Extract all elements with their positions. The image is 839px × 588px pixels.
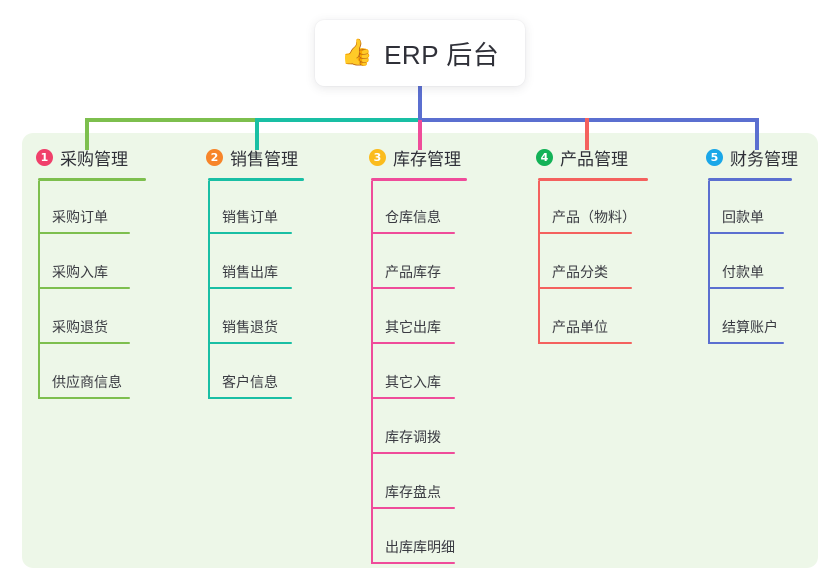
branch-spine [538, 181, 540, 344]
branch-item-label: 采购订单 [52, 209, 108, 225]
branch-header-5[interactable]: 5 财务管理 [706, 145, 798, 170]
branch-underline [538, 178, 648, 181]
branch-number-badge: 3 [369, 149, 386, 166]
branch-title: 库存管理 [393, 150, 461, 169]
branch-item-label: 销售订单 [222, 209, 278, 225]
branch-item-label: 销售退货 [222, 319, 278, 335]
branch-item-label: 回款单 [722, 209, 764, 225]
root-title: ERP 后台 [384, 39, 500, 70]
branch-item[interactable]: 采购订单 [38, 196, 130, 234]
branch-item[interactable]: 出库库明细 [371, 526, 455, 564]
branch-item-underline [208, 232, 292, 234]
branch-item-underline [371, 452, 455, 454]
branch-item-label: 采购退货 [52, 319, 108, 335]
branch-item-label: 产品（物料） [552, 209, 636, 225]
branch-item-label: 其它出库 [385, 319, 441, 335]
branch-header-3[interactable]: 3 库存管理 [369, 145, 461, 170]
branch-item[interactable]: 产品库存 [371, 251, 455, 289]
branch-item-label: 客户信息 [222, 374, 278, 390]
branch-spine [38, 181, 40, 399]
branch-item[interactable]: 采购入库 [38, 251, 130, 289]
branch-item-underline [38, 287, 130, 289]
branch-item-underline [538, 232, 632, 234]
branch-item[interactable]: 销售出库 [208, 251, 292, 289]
branch-item-underline [208, 342, 292, 344]
branch-item-label: 库存调拨 [385, 429, 441, 445]
branch-item-underline [208, 287, 292, 289]
branch-item[interactable]: 库存调拨 [371, 416, 455, 454]
branch-underline [371, 178, 467, 181]
branch-item[interactable]: 采购退货 [38, 306, 130, 344]
branch-item[interactable]: 产品（物料） [538, 196, 636, 234]
branch-item-label: 仓库信息 [385, 209, 441, 225]
branch-item-underline [371, 507, 455, 509]
branch-number-badge: 5 [706, 149, 723, 166]
branch-item-label: 采购入库 [52, 264, 108, 280]
branch-item-underline [708, 287, 784, 289]
branch-item-underline [38, 342, 130, 344]
branch-item-label: 销售出库 [222, 264, 278, 280]
branch-item-label: 其它入库 [385, 374, 441, 390]
branch-header-4[interactable]: 4 产品管理 [536, 145, 628, 170]
branch-item[interactable]: 仓库信息 [371, 196, 455, 234]
branch-item[interactable]: 库存盘点 [371, 471, 455, 509]
branch-item[interactable]: 其它出库 [371, 306, 455, 344]
branch-item[interactable]: 销售退货 [208, 306, 292, 344]
branch-item-underline [708, 342, 784, 344]
branch-item[interactable]: 供应商信息 [38, 361, 130, 399]
branch-item-underline [371, 232, 455, 234]
branch-header-2[interactable]: 2 销售管理 [206, 145, 298, 170]
branch-item[interactable]: 结算账户 [708, 306, 784, 344]
branch-item-label: 产品库存 [385, 264, 441, 280]
thumbs-up-icon: 👍 [340, 38, 374, 68]
branch-title: 采购管理 [60, 150, 128, 169]
branch-item-underline [371, 342, 455, 344]
branches-panel [22, 133, 818, 568]
root-node[interactable]: 👍 ERP 后台 [315, 20, 525, 86]
branch-number-badge: 1 [36, 149, 53, 166]
branch-spine [708, 181, 710, 344]
branch-title: 产品管理 [560, 150, 628, 169]
branch-item-label: 供应商信息 [52, 374, 122, 390]
branch-title: 财务管理 [730, 150, 798, 169]
branch-item-underline [538, 342, 632, 344]
branch-item-label: 结算账户 [722, 319, 778, 335]
branch-item-label: 库存盘点 [385, 484, 441, 500]
branch-item-underline [38, 232, 130, 234]
branch-underline [208, 178, 304, 181]
branch-title: 销售管理 [230, 150, 298, 169]
branch-number-badge: 2 [206, 149, 223, 166]
branch-item[interactable]: 销售订单 [208, 196, 292, 234]
branch-item-underline [371, 562, 455, 564]
branch-item[interactable]: 客户信息 [208, 361, 292, 399]
branch-underline [708, 178, 792, 181]
branch-number-badge: 4 [536, 149, 553, 166]
branch-item-label: 产品分类 [552, 264, 608, 280]
branch-item-label: 出库库明细 [385, 539, 455, 555]
branch-item-label: 产品单位 [552, 319, 608, 335]
branch-item[interactable]: 回款单 [708, 196, 784, 234]
branch-item-underline [208, 397, 292, 399]
branch-item-underline [538, 287, 632, 289]
branch-underline [38, 178, 146, 181]
branch-spine [208, 181, 210, 399]
branch-item[interactable]: 产品单位 [538, 306, 632, 344]
branch-item[interactable]: 付款单 [708, 251, 784, 289]
branch-item[interactable]: 其它入库 [371, 361, 455, 399]
branch-item-underline [371, 397, 455, 399]
branch-header-1[interactable]: 1 采购管理 [36, 145, 128, 170]
branch-item-underline [371, 287, 455, 289]
branch-item-underline [708, 232, 784, 234]
branch-item[interactable]: 产品分类 [538, 251, 632, 289]
branch-item-underline [38, 397, 130, 399]
branch-item-label: 付款单 [722, 264, 764, 280]
branch-spine [371, 181, 373, 564]
